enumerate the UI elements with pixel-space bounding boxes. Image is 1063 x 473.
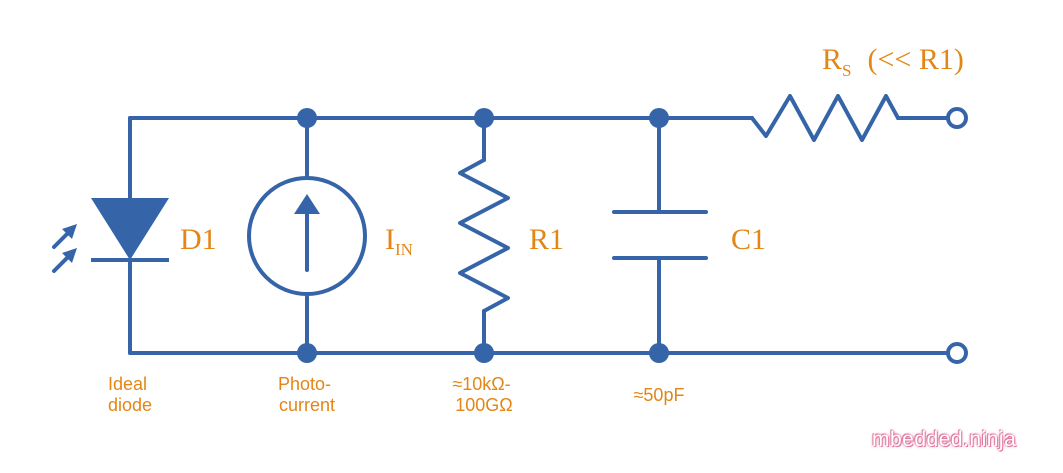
- iin-note: Photo- current: [278, 374, 336, 415]
- c1-label: C1: [731, 223, 766, 256]
- r1-resistor-symbol: [458, 158, 510, 313]
- r1-label: R1: [529, 223, 564, 256]
- current-source-symbol: [247, 176, 367, 296]
- rs-resistor-symbol: [750, 94, 900, 142]
- r1-note: ≈10kΩ- 100GΩ: [452, 374, 515, 415]
- junction-dot: [297, 108, 317, 128]
- rs-label: RS(<< R1): [822, 43, 964, 80]
- diode-symbol: [91, 198, 169, 260]
- iin-label: IIN: [385, 223, 413, 259]
- watermark-logo: mbedded.ninja: [872, 428, 1017, 451]
- light-arrow-1-head: [62, 224, 77, 239]
- output-terminal-top: [946, 107, 968, 129]
- output-terminal-bottom: [946, 342, 968, 364]
- current-arrow-head: [294, 194, 320, 214]
- junction-dot: [649, 108, 669, 128]
- c1-note: ≈50pF: [634, 385, 685, 405]
- d1-note: Ideal diode: [108, 374, 152, 415]
- junction-dot: [474, 343, 494, 363]
- light-arrow-2-head: [62, 248, 77, 263]
- junction-dot: [297, 343, 317, 363]
- junction-dot: [649, 343, 669, 363]
- d1-label: D1: [180, 223, 217, 256]
- diode-bar: [91, 258, 169, 262]
- junction-dot: [474, 108, 494, 128]
